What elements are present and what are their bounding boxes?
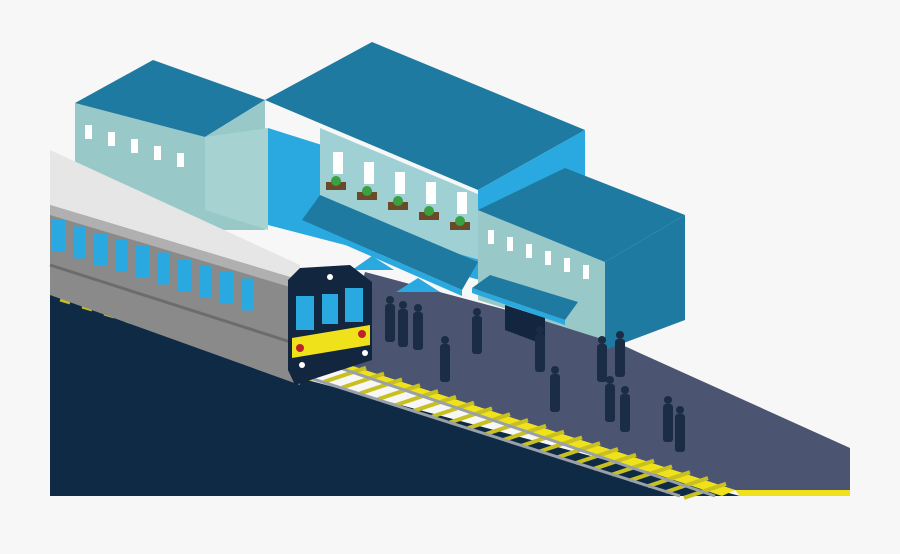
train-window xyxy=(241,278,254,311)
train-window xyxy=(73,226,86,259)
flowers xyxy=(331,176,341,186)
person-body xyxy=(675,414,685,452)
rail-tie xyxy=(359,377,403,396)
person-body xyxy=(605,384,615,422)
window xyxy=(131,139,138,153)
person-body xyxy=(398,309,408,347)
flowers xyxy=(393,196,403,206)
train-window xyxy=(220,272,233,304)
window xyxy=(488,230,494,244)
person-body xyxy=(550,374,560,412)
rail-tie xyxy=(449,406,493,425)
person-head xyxy=(621,386,629,394)
station-building xyxy=(75,42,685,350)
person-head xyxy=(598,336,606,344)
rail-tie xyxy=(377,383,421,402)
rail-tie xyxy=(503,423,547,442)
person-head xyxy=(606,376,614,384)
flowers xyxy=(362,186,372,196)
train-window xyxy=(199,265,212,298)
platform-side xyxy=(735,490,850,496)
train-window xyxy=(52,220,65,252)
ground xyxy=(50,292,740,496)
person-body xyxy=(615,339,625,377)
window xyxy=(177,153,184,167)
train xyxy=(49,150,372,385)
train-window xyxy=(115,239,128,272)
person-head xyxy=(676,406,684,414)
rail-tie xyxy=(395,389,439,407)
window xyxy=(154,146,161,160)
rail-tie xyxy=(413,394,457,413)
person-body xyxy=(472,316,482,354)
window xyxy=(545,251,551,265)
rail-tie xyxy=(683,481,727,500)
window xyxy=(583,265,589,279)
person-head xyxy=(664,396,672,404)
train-window xyxy=(94,233,107,265)
person-head xyxy=(616,331,624,339)
person-body xyxy=(620,394,630,432)
window xyxy=(395,172,405,194)
person-body xyxy=(663,404,673,442)
railway-track xyxy=(59,298,727,500)
window xyxy=(364,162,374,184)
rail-tie xyxy=(59,298,71,305)
window xyxy=(564,258,570,272)
rail-tie xyxy=(341,371,385,390)
rail-tie xyxy=(485,418,529,436)
rail-tie xyxy=(323,365,367,384)
train-window xyxy=(157,252,170,285)
flowers xyxy=(424,206,434,216)
window xyxy=(457,192,467,214)
person-head xyxy=(551,366,559,374)
person-head xyxy=(473,308,481,316)
person-body xyxy=(413,312,423,350)
person-head xyxy=(441,336,449,344)
train-window xyxy=(178,259,191,291)
window xyxy=(333,152,343,174)
window xyxy=(108,132,115,146)
person-body xyxy=(597,344,607,382)
rail-tie xyxy=(467,412,511,431)
rail-tie xyxy=(431,400,475,419)
window xyxy=(507,237,513,251)
passengers xyxy=(385,296,685,452)
person-body xyxy=(535,334,545,372)
person-head xyxy=(536,326,544,334)
window xyxy=(426,182,436,204)
person-body xyxy=(440,344,450,382)
person-head xyxy=(399,301,407,309)
platform xyxy=(340,272,850,490)
person-body xyxy=(385,304,395,342)
window xyxy=(526,244,532,258)
person-head xyxy=(414,304,422,312)
person-head xyxy=(386,296,394,304)
train-window xyxy=(136,246,149,278)
flowers xyxy=(455,216,465,226)
window xyxy=(85,125,92,139)
